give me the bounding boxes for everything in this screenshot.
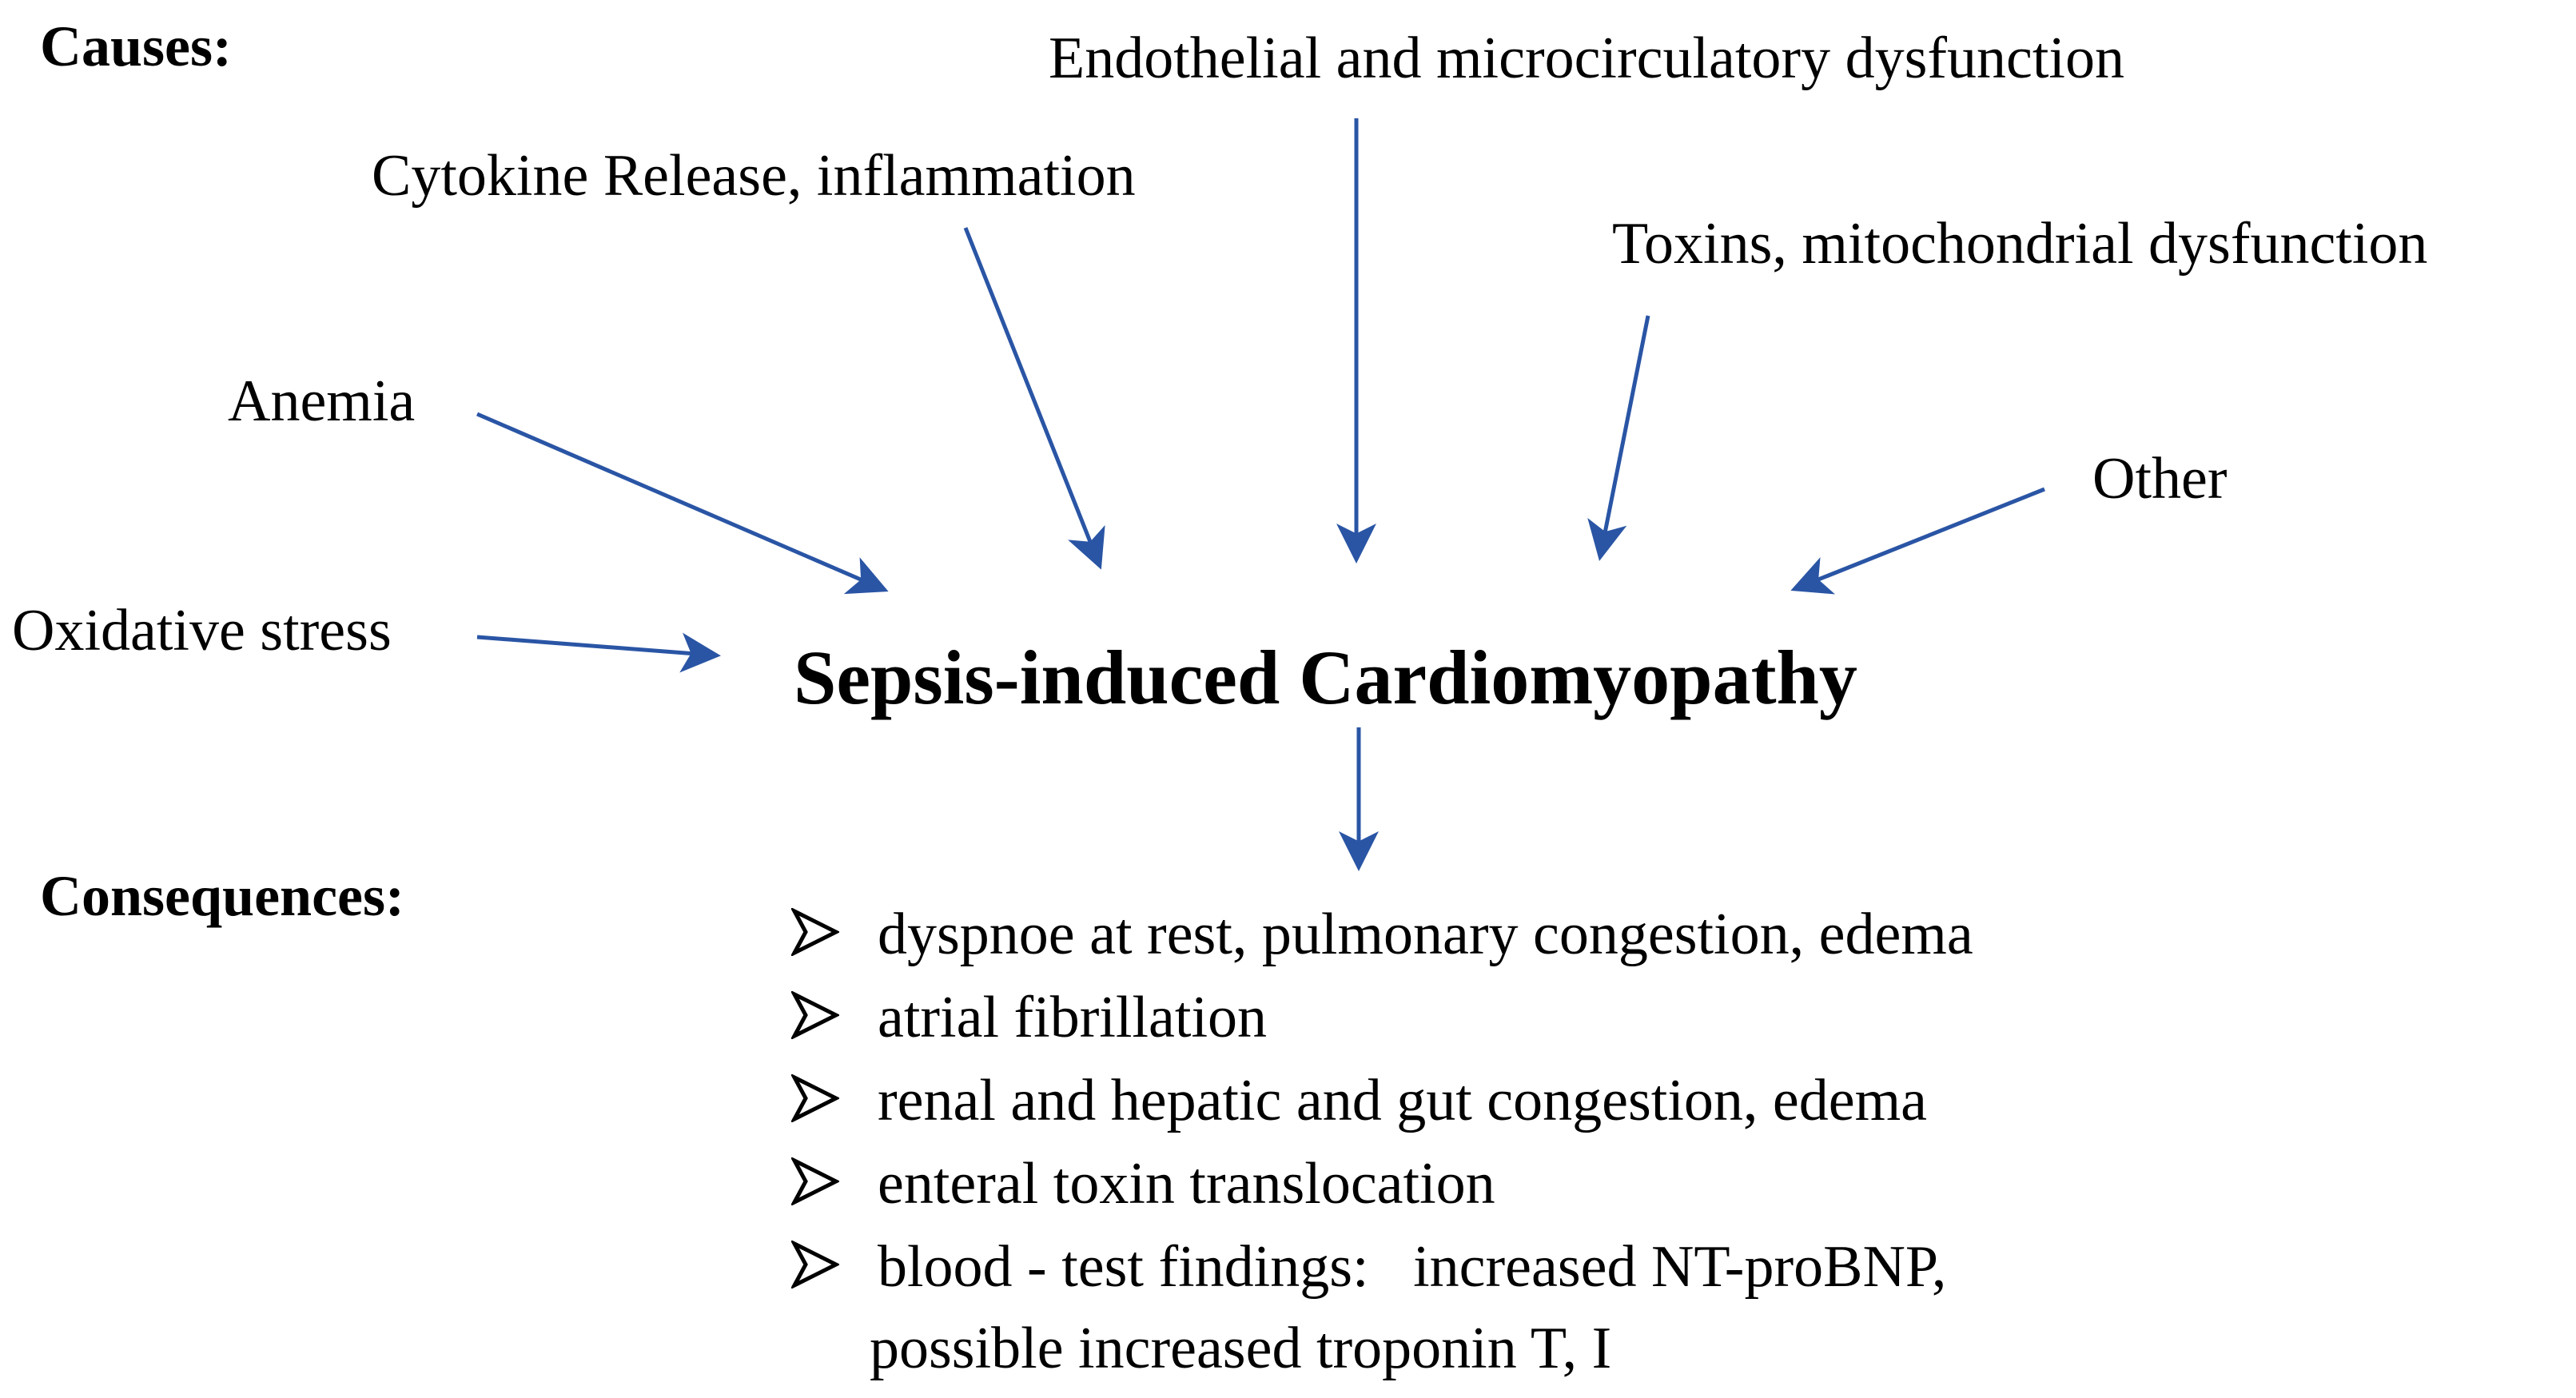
list-item: atrial fibrillation <box>791 977 1973 1060</box>
consequences-list: dyspnoe at rest, pulmonary congestion, e… <box>791 894 1973 1394</box>
cause-oxidative: Oxidative stress <box>12 598 392 663</box>
causes-heading: Causes: <box>40 14 233 78</box>
arrowhead-bullet-icon <box>791 977 878 1039</box>
consequences-heading: Consequences: <box>40 864 405 928</box>
list-item-text: enteral toxin translocation <box>878 1151 1495 1217</box>
arrow-cytokine <box>963 227 1105 570</box>
cause-other: Other <box>2092 446 2228 512</box>
arrowhead-bullet-icon <box>791 1143 878 1205</box>
cause-cytokine: Cytokine Release, inflammation <box>372 143 1136 209</box>
cause-endothelial: Endothelial and microcirculatory dysfunc… <box>1049 26 2124 91</box>
arrowhead-bullet-icon <box>791 894 878 956</box>
list-item: renal and hepatic and gut congestion, ed… <box>791 1060 1973 1143</box>
arrow-other <box>1790 487 2045 595</box>
list-item-text: dyspnoe at rest, pulmonary congestion, e… <box>878 902 1973 967</box>
arrow-oxidative <box>476 632 721 673</box>
arrow-anemia <box>476 412 889 595</box>
arrow-toxins <box>1587 315 1650 561</box>
blood-test-text: blood - test findings: increased NT-proB… <box>870 1226 1947 1389</box>
blood-test-line2: possible increased troponin T, I <box>870 1316 1612 1382</box>
list-item: dyspnoe at rest, pulmonary congestion, e… <box>791 894 1973 977</box>
arrowhead-bullet-icon <box>791 1226 878 1288</box>
cause-anemia: Anemia <box>228 368 416 434</box>
list-item-text: atrial fibrillation <box>878 985 1267 1050</box>
list-item-blood-test: blood - test findings: increased NT-proB… <box>791 1226 1973 1394</box>
list-item: enteral toxin translocation <box>791 1143 1973 1226</box>
arrowhead-bullet-icon <box>791 1060 878 1122</box>
blood-test-line1: blood - test findings: increased NT-proB… <box>878 1234 1947 1300</box>
list-item-text: renal and hepatic and gut congestion, ed… <box>878 1068 1927 1133</box>
center-title: Sepsis-induced Cardiomyopathy <box>794 635 1857 720</box>
cause-toxins: Toxins, mitochondrial dysfunction <box>1612 211 2428 277</box>
